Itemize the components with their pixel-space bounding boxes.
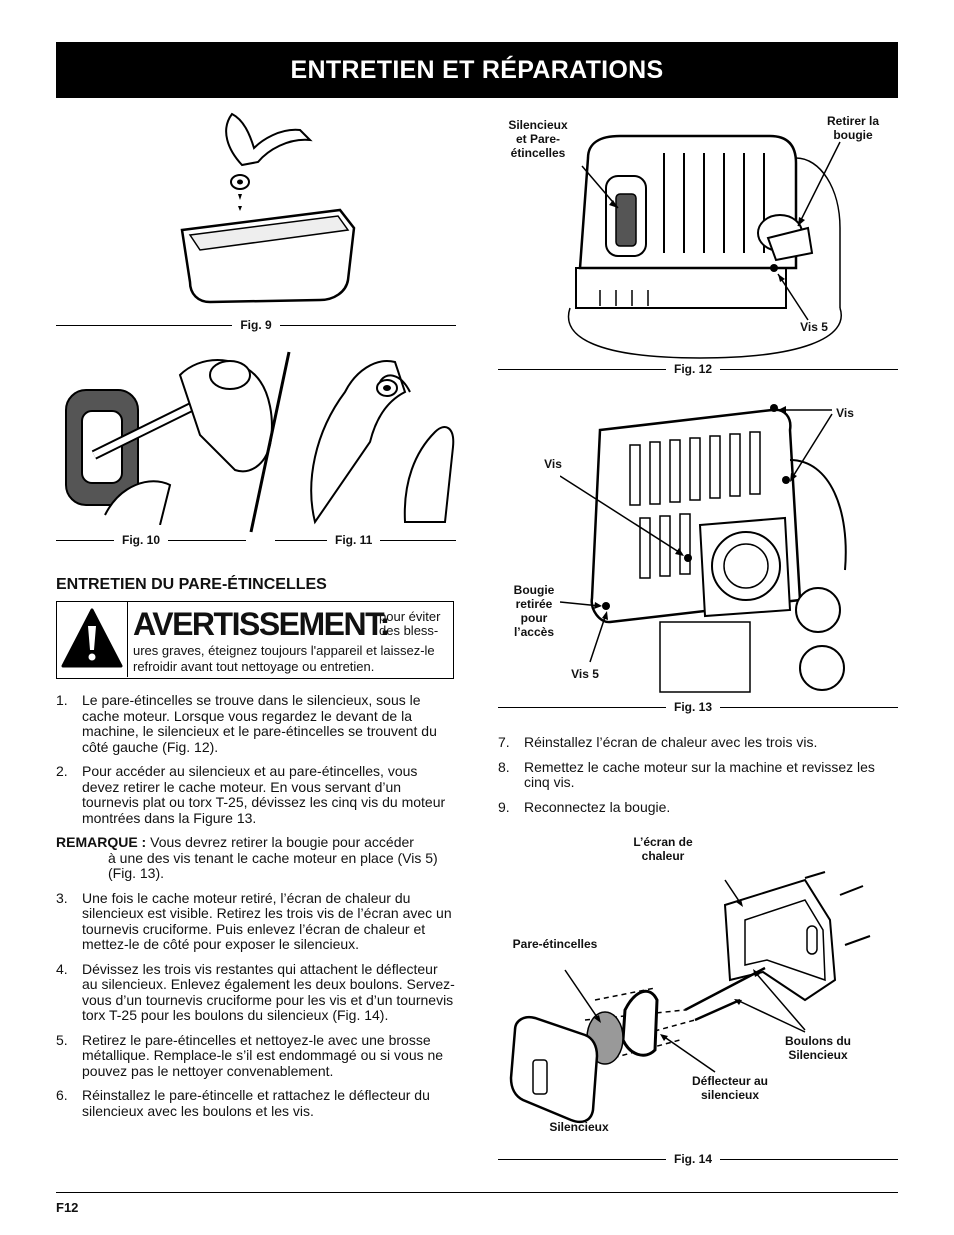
fig13-label-vis-top: Vis [836,406,854,420]
fig11-illustration [310,360,455,525]
divider-line-icon [249,351,291,533]
fig10-illustration [65,359,273,525]
fig14-illustration [509,871,871,1124]
page-header: ENTRETIEN ET RÉPARATIONS [56,42,898,98]
list-item: 7.Réinstallez l’écran de chaleur avec le… [498,734,818,750]
warning-box: AVERTISSEMENT: pour éviter des bless- ur… [56,601,454,679]
list-item: 4.Dévissez les trois vis restantes qui a… [56,960,455,1023]
fig14-label-pare: Pare-étincelles [512,937,598,951]
fig13-caption: Fig. 13 [498,700,898,714]
fig14-label-boulons: Boulons du Silencieux [785,1034,851,1062]
fig12-label-retirer: Retirer la bougie [826,114,880,142]
fig9-illustration [180,112,356,304]
warning-side-text: pour éviter des bless- [379,609,441,638]
fig9-caption: Fig. 9 [56,318,456,332]
list-item: 1.Le pare-étincelles se trouve dans le s… [56,692,437,755]
fig11-caption: Fig. 11 [275,533,456,547]
page-number: F12 [56,1200,79,1215]
fig14-label-ecran: L’écran de chaleur [633,835,693,863]
fig12-caption: Fig. 12 [498,362,898,376]
list-item: 6.Réinstallez le pare-étincelle et ratta… [56,1087,430,1119]
list-item: 5.Retirez le pare-étincelles et nettoyez… [56,1031,444,1079]
footer-divider [56,1192,898,1193]
steps-left-list: 1.Le pare-étincelles se trouve dans le s… [56,692,456,1128]
list-item: 8.Remettez le cache moteur sur la machin… [498,758,875,790]
fig12-label-vis5: Vis 5 [800,320,828,334]
section-title: ENTRETIEN DU PARE-ÉTINCELLES [56,576,327,593]
list-item: 9.Reconnectez la bougie. [498,798,671,815]
fig13-label-vis5: Vis 5 [571,667,599,681]
fig14-label-deflecteur: Déflecteur au silencieux [691,1074,769,1102]
fig10-caption: Fig. 10 [56,533,246,547]
fig12-label-silencieux: Silencieux et Pare-étincelles [508,118,568,160]
note-paragraph: REMARQUE : Vous devrez retirer la bougie… [56,834,438,881]
list-item: 3.Une fois le cache moteur retiré, l’écr… [56,889,452,952]
list-item: 2.Pour accéder au silencieux et au pare-… [56,763,446,826]
warning-icon [57,602,128,677]
steps-right-list: 7.Réinstallez l’écran de chaleur avec le… [498,734,898,824]
fig14-label-silencieux: Silencieux [549,1120,609,1134]
fig13-label-bougie: Bougie retirée pour l’accès [513,583,555,639]
fig13-label-vis-left: Vis [544,457,562,471]
warning-body: ures graves, éteignez toujours l'apparei… [133,643,435,674]
fig13-illustration [560,404,847,693]
fig14-caption: Fig. 14 [498,1152,898,1166]
fig12-illustration [567,134,842,359]
warning-heading: AVERTISSEMENT: [133,606,390,642]
